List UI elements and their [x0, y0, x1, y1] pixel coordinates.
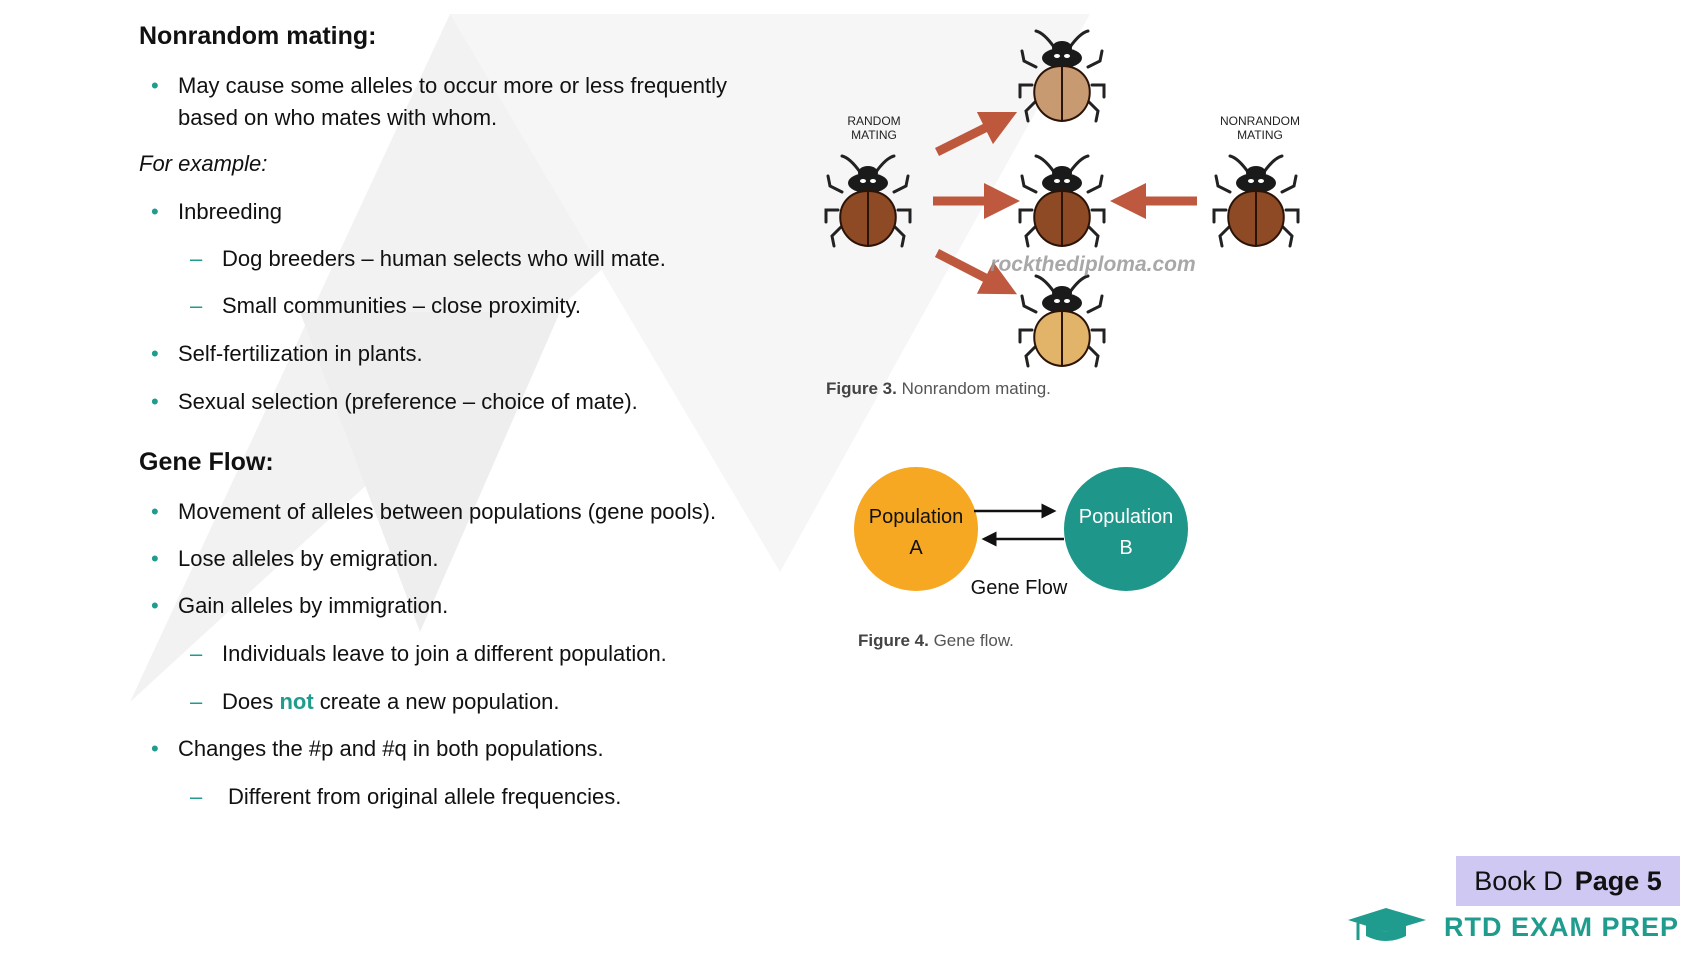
list-item: • Sexual selection (preference – choice … [151, 386, 638, 418]
bullet-text: Changes the #p and #q in both population… [178, 736, 604, 761]
sub-text: Individuals leave to join a different po… [222, 641, 667, 666]
dash-icon: – [190, 641, 203, 666]
caption-text: Nonrandom mating. [896, 379, 1051, 398]
random-mating-label: RANDOM [847, 114, 900, 128]
sub-text: Does [222, 689, 280, 714]
sub-text: Different from original allele frequenci… [228, 784, 622, 809]
figure-4-gene-flow: Population A Population B Gene Flow [854, 467, 1188, 599]
population-a-circle [854, 467, 978, 591]
sub-text: Dog breeders – human selects who will ma… [222, 246, 666, 271]
sub-list-item: – Does not create a new population. [190, 689, 560, 715]
nonrandom-mating-label: NONRANDOM [1220, 114, 1300, 128]
list-item: • Lose alleles by emigration. [151, 543, 439, 575]
bullet-icon: • [151, 736, 159, 761]
geneflow-heading: Gene Flow: [139, 448, 274, 476]
bullet-text: Sexual selection (preference – choice of… [178, 389, 638, 414]
caption-text: Gene flow. [928, 631, 1014, 650]
figure-3-caption: Figure 3. Nonrandom mating. [826, 379, 1051, 399]
list-item: • Gain alleles by immigration. [151, 590, 449, 622]
bullet-icon: • [151, 199, 159, 224]
bullet-text: May cause some alleles to occur more or … [178, 73, 728, 98]
bullet-text: based on who mates with whom. [178, 105, 498, 130]
list-item: • Self-fertilization in plants. [151, 338, 423, 370]
watermark-text: rockthediploma.com [990, 253, 1195, 276]
gene-flow-label: Gene Flow [971, 577, 1068, 599]
sub-list-item: – Dog breeders – human selects who will … [190, 246, 666, 272]
bullet-icon: • [151, 499, 159, 524]
random-mating-label: MATING [851, 128, 897, 142]
sub-text: create a new population. [313, 689, 560, 714]
population-b-circle [1064, 467, 1188, 591]
list-item: • Inbreeding [151, 196, 282, 228]
watermark-logo [130, 14, 1090, 702]
dash-icon: – [190, 689, 203, 714]
nonrandom-mating-label: MATING [1237, 128, 1283, 142]
dash-icon: – [190, 246, 203, 271]
list-item: • Changes the #p and #q in both populati… [151, 733, 604, 765]
bullet-icon: • [151, 389, 159, 414]
bullet-text: Self-fertilization in plants. [178, 341, 423, 366]
bullet-text: Gain alleles by immigration. [178, 593, 449, 618]
population-b-letter: B [1119, 537, 1132, 559]
nonrandom-heading: Nonrandom mating: [139, 22, 377, 50]
bullet-icon: • [151, 341, 159, 366]
bullet-text: Movement of alleles between populations … [178, 499, 717, 524]
bullet-icon: • [151, 593, 159, 618]
brand-text: RTD EXAM PREP [1444, 912, 1680, 942]
population-a-letter: A [909, 537, 923, 559]
population-a-label: Population [869, 506, 964, 528]
list-item: • Movement of alleles between population… [151, 496, 717, 528]
example-label: For example: [139, 151, 268, 176]
population-b-label: Population [1079, 506, 1174, 528]
bullet-icon: • [151, 546, 159, 571]
sub-list-item: – Different from original allele frequen… [190, 784, 622, 810]
book-page-badge: Book D Page 5 [1456, 856, 1680, 906]
emphasis-text: not [279, 689, 314, 714]
bullet-text: Inbreeding [178, 199, 282, 224]
dash-icon: – [190, 784, 203, 809]
dash-icon: – [190, 293, 203, 318]
graduation-cap-icon [1348, 908, 1426, 941]
figure-number: Figure 4. [858, 631, 929, 650]
list-item: • May cause some alleles to occur more o… [151, 70, 728, 134]
page-label: Page 5 [1574, 865, 1662, 896]
sub-list-item: – Small communities – close proximity. [190, 293, 582, 319]
book-label: Book D [1474, 865, 1563, 896]
figure-4-caption: Figure 4. Gene flow. [858, 631, 1014, 651]
brand-logo: RTD EXAM PREP [1344, 906, 1684, 950]
bullet-text: Lose alleles by emigration. [178, 546, 439, 571]
sub-text: Small communities – close proximity. [222, 293, 582, 318]
figure-number: Figure 3. [826, 379, 897, 398]
bullet-icon: • [151, 73, 159, 98]
sub-list-item: – Individuals leave to join a different … [190, 641, 667, 667]
